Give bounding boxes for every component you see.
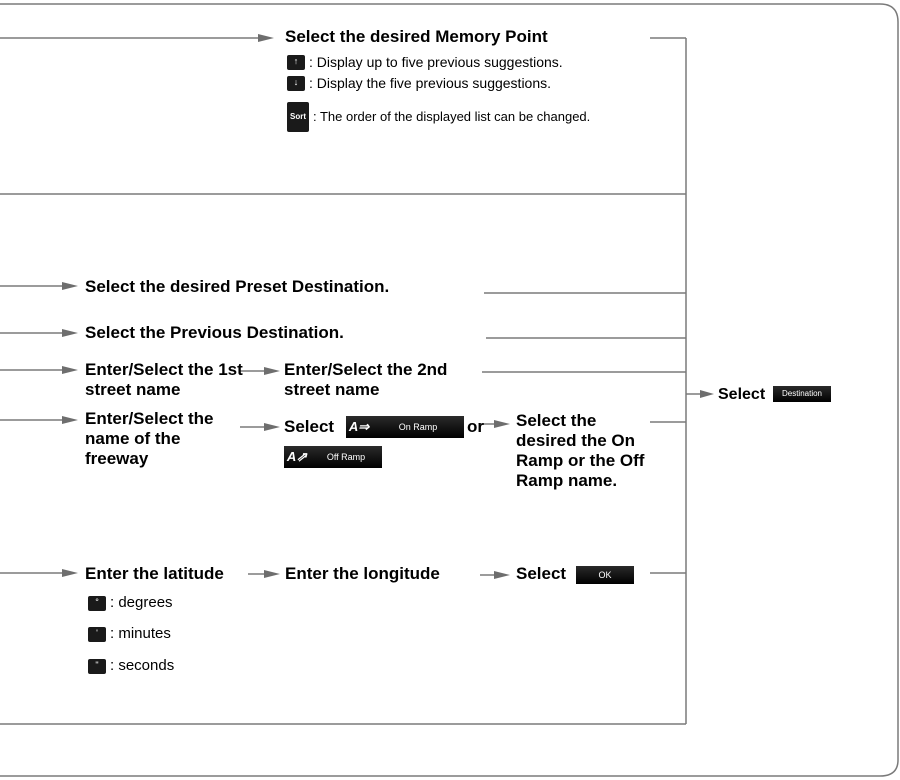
on-ramp-label: On Ramp — [398, 422, 438, 432]
outer-frame — [0, 3, 899, 777]
coords-step1: Enter the latitude — [85, 564, 224, 583]
freeway-or: or — [467, 417, 484, 436]
freeway-mid2-arrow — [494, 420, 510, 428]
off-ramp-label: Off Ramp — [326, 452, 366, 462]
off-ramp-button[interactable]: A⇗ Off Ramp — [284, 446, 382, 468]
memory-note-2-text: : Display the five previous suggestions. — [309, 75, 552, 91]
previous-text: Select the Previous Destination. — [85, 323, 344, 342]
destination-button-label: Destination — [781, 389, 823, 398]
coords-step2: Enter the longitude — [285, 564, 440, 583]
off-ramp-icon: A⇗ — [286, 449, 308, 464]
on-ramp-button[interactable]: A⇒ On Ramp — [346, 416, 464, 438]
intersection-step1: Enter/Select the 1st street name — [85, 360, 243, 399]
ok-button[interactable]: OK — [576, 566, 634, 584]
page-up-icon: ↑ — [287, 54, 305, 70]
intersection-in-arrow — [62, 366, 78, 374]
memory-note-1-text: : Display up to five previous suggestion… — [309, 54, 563, 70]
coords-legend-degrees: ° : degrees — [88, 594, 173, 612]
destination-button[interactable]: Destination — [773, 386, 831, 402]
page-down-icon: ↓ — [287, 75, 305, 91]
coords-legend-seconds: " : seconds — [88, 657, 174, 675]
seconds-text: : seconds — [110, 657, 175, 674]
coords-mid2-arrow — [494, 571, 510, 579]
final-select: Select — [718, 386, 766, 403]
memory-note-2: ↓ : Display the five previous suggestion… — [287, 74, 551, 92]
degrees-text: : degrees — [110, 594, 173, 611]
preset-text: Select the desired Preset Destination. — [85, 277, 390, 296]
freeway-select-label: Select — [284, 417, 335, 436]
coords-mid-arrow — [264, 570, 280, 578]
minutes-text: : minutes — [110, 625, 171, 642]
freeway-in-arrow — [62, 416, 78, 424]
memory-note-1: ↑ : Display up to five previous suggesti… — [287, 53, 563, 71]
coords-step3-select: Select — [516, 564, 567, 583]
memory-in-arrow — [258, 34, 274, 42]
final-arrow — [700, 390, 714, 398]
freeway-step1: Enter/Select the name of the freeway — [85, 409, 214, 468]
coords-legend-minutes: ' : minutes — [88, 625, 171, 643]
memory-note-3: Sort : The order of the displayed list c… — [287, 102, 590, 132]
on-ramp-icon: A⇒ — [348, 419, 370, 434]
sort-icon: Sort — [287, 102, 309, 132]
memory-note-3-text: : The order of the displayed list can be… — [313, 109, 591, 124]
previous-in-arrow — [62, 329, 78, 337]
degrees-icon: ° — [88, 595, 106, 611]
ok-button-label: OK — [598, 570, 612, 580]
intersection-step2: Enter/Select the 2nd street name — [284, 360, 448, 399]
intersection-mid-arrow — [264, 367, 280, 375]
minutes-icon: ' — [88, 626, 106, 642]
freeway-mid-arrow — [264, 423, 280, 431]
freeway-step3: Select the desired the On Ramp or the Of… — [516, 411, 645, 490]
coords-in-arrow — [62, 569, 78, 577]
seconds-icon: " — [88, 658, 106, 674]
preset-in-arrow — [62, 282, 78, 290]
memory-title: Select the desired Memory Point — [285, 27, 548, 46]
